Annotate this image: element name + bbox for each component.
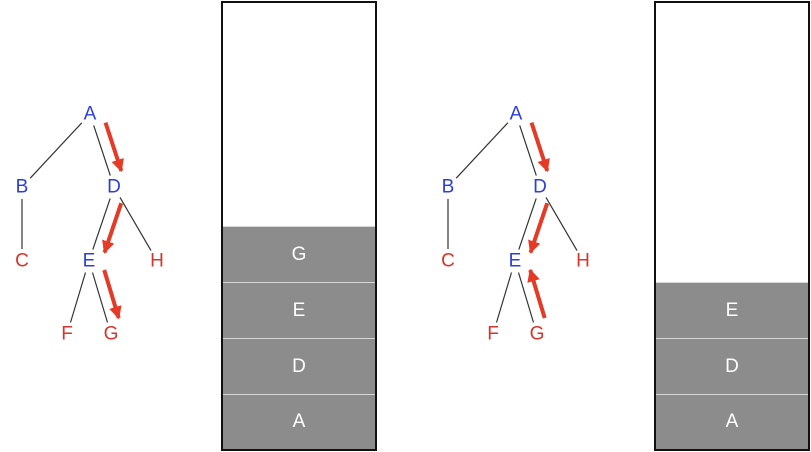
- node-C: C: [15, 251, 29, 272]
- edge-E-F: [69, 272, 87, 323]
- node-G: G: [530, 324, 545, 345]
- node-B: B: [442, 177, 455, 198]
- panel-1-tree: A B C D E F G H: [15, 104, 164, 345]
- arrow-A-to-D: [529, 121, 550, 173]
- node-B: B: [16, 177, 29, 198]
- node-F: F: [487, 324, 499, 345]
- arrow-D-to-E: [102, 202, 124, 254]
- node-G: G: [104, 324, 119, 345]
- node-C: C: [441, 251, 455, 272]
- node-A: A: [84, 104, 97, 125]
- node-F: F: [61, 324, 73, 345]
- stack-cell-G: G: [223, 226, 375, 282]
- edge-A-D: [519, 125, 537, 176]
- edge-E-G: [517, 272, 535, 323]
- edge-D-E: [92, 198, 111, 250]
- stack-cell-D: D: [656, 338, 808, 394]
- stack-cell-E: E: [223, 282, 375, 338]
- panel-2-tree: A B C D E F G H: [441, 104, 590, 345]
- stack-cell-A: A: [223, 394, 375, 449]
- arrow-D-to-E: [528, 202, 550, 254]
- edge-E-G: [91, 272, 109, 323]
- node-H: H: [150, 251, 164, 272]
- stack-cell-A: A: [656, 394, 808, 449]
- arrow-G-to-E: [527, 268, 547, 319]
- arrow-A-to-D: [103, 121, 124, 173]
- node-H: H: [576, 251, 590, 272]
- node-E: E: [509, 251, 522, 272]
- arrow-E-to-G: [102, 269, 122, 320]
- stack-cell-D: D: [223, 338, 375, 394]
- edge-E-F: [495, 272, 513, 323]
- edge-A-B: [29, 122, 83, 179]
- edge-D-H: [119, 197, 152, 251]
- stack-cell-E: E: [656, 282, 808, 338]
- edge-A-D: [93, 125, 111, 176]
- edge-D-E: [518, 198, 537, 250]
- node-D: D: [107, 177, 121, 198]
- node-A: A: [510, 104, 523, 125]
- edge-A-B: [455, 122, 509, 179]
- node-D: D: [533, 177, 547, 198]
- edge-D-H: [545, 197, 578, 251]
- node-E: E: [83, 251, 96, 272]
